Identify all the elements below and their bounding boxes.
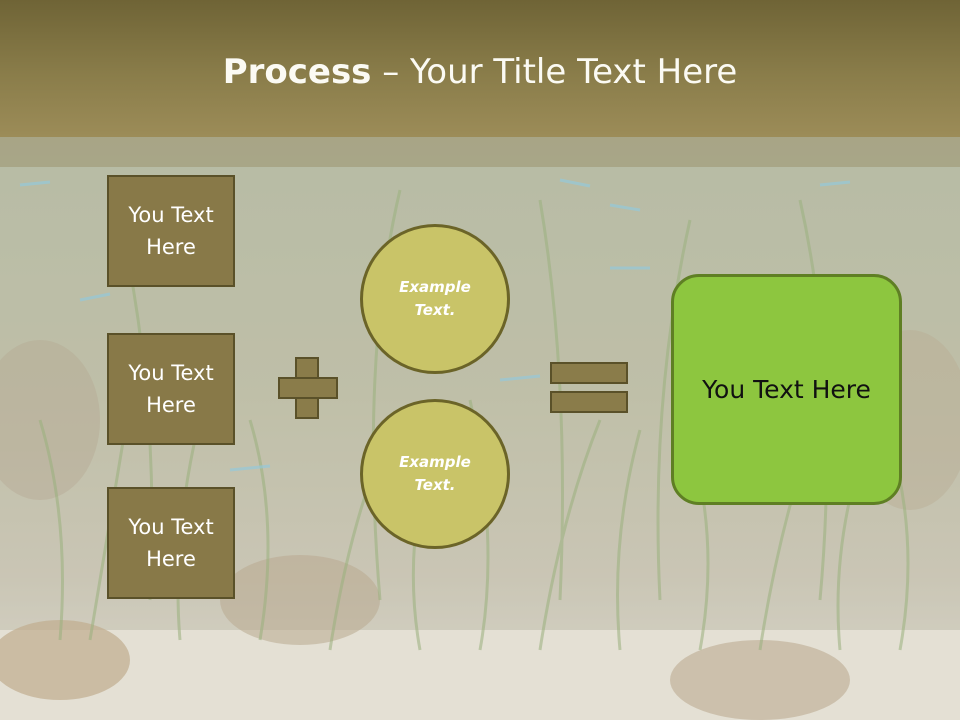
- input-box-1: You Text Here: [107, 175, 235, 287]
- result-box: You Text Here: [671, 274, 902, 505]
- result-label: You Text Here: [702, 375, 871, 404]
- equals-icon-top-bar: [550, 362, 628, 384]
- equals-icon-bottom-bar: [550, 391, 628, 413]
- circle-label: Example Text.: [399, 453, 471, 494]
- title-strip: [0, 137, 960, 167]
- circle-label: Example Text.: [399, 278, 471, 319]
- example-circle-2: Example Text.: [360, 399, 510, 549]
- title-rest: – Your Title Text Here: [371, 52, 738, 92]
- input-box-2: You Text Here: [107, 333, 235, 445]
- input-box-3: You Text Here: [107, 487, 235, 599]
- input-box-label: You Text Here: [128, 203, 214, 259]
- input-box-label: You Text Here: [128, 361, 214, 417]
- plus-icon-center: [297, 379, 317, 397]
- title-bold: Process: [222, 52, 372, 92]
- title-band: [0, 0, 960, 137]
- example-circle-1: Example Text.: [360, 224, 510, 374]
- slide-title: Process – Your Title Text Here: [0, 52, 960, 92]
- input-box-label: You Text Here: [128, 515, 214, 571]
